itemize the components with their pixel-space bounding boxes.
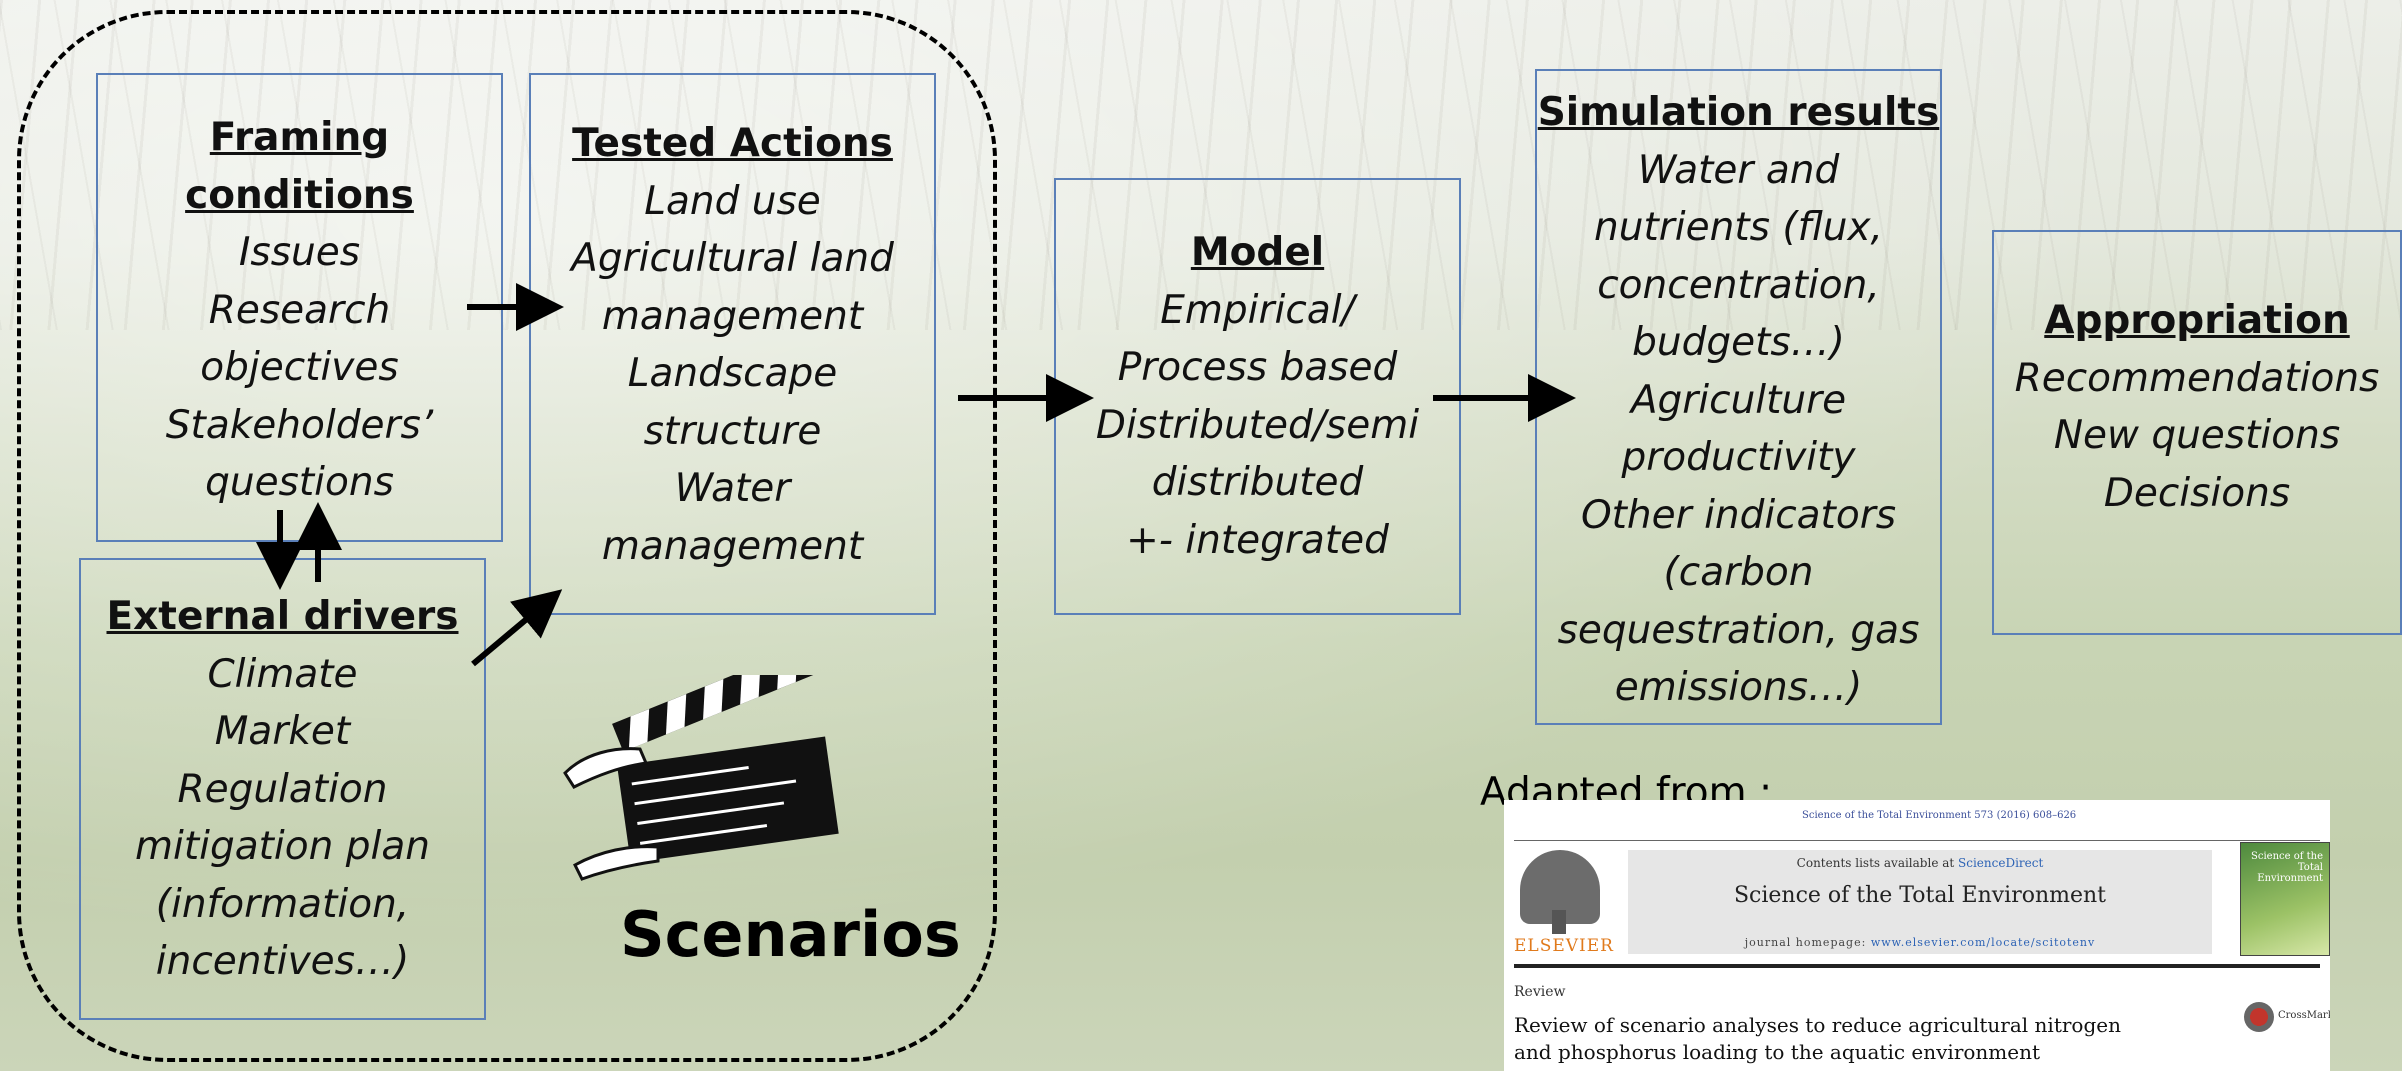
contents-prefix: Contents lists available at [1796, 856, 1959, 870]
appropriation-line: Decisions [2103, 470, 2291, 516]
article-type: Review [1514, 984, 1566, 1000]
framing-conditions-heading: Framing [209, 115, 390, 160]
results-line: budgets…) [1632, 320, 1845, 365]
appropriation-heading: Appropriation [2044, 298, 2350, 343]
simulation-results-heading: Simulation results [1537, 90, 1940, 135]
tested-line: Agricultural land [571, 236, 894, 281]
external-line: (information, [155, 881, 410, 927]
tested-line: Water [674, 466, 791, 511]
tested-line: management [601, 293, 864, 339]
elsevier-wordmark: ELSEVIER [1514, 936, 1614, 956]
framing-line: Research [208, 287, 391, 333]
results-line: (carbon [1663, 550, 1814, 595]
results-line: concentration, [1597, 262, 1880, 308]
article-title: Review of scenario analyses to reduce ag… [1514, 1013, 2121, 1064]
divider [1514, 840, 2320, 841]
tested-line: management [601, 523, 864, 569]
journal-cover-image: Science of the Total Environment [2240, 842, 2330, 956]
sciencedirect-link[interactable]: ScienceDirect [1958, 856, 2044, 870]
model-line: Empirical/ [1160, 287, 1355, 333]
framing-line: Issues [238, 230, 361, 275]
external-line: incentives…) [155, 939, 410, 984]
homepage-prefix: journal homepage: [1744, 936, 1871, 949]
results-line: nutrients (flux, [1594, 205, 1883, 250]
model-line: Process based [1117, 345, 1398, 390]
appropriation-line: New questions [2053, 413, 2341, 458]
journal-name: Science of the Total Environment [1733, 883, 2107, 908]
journal-banner: Contents lists available at ScienceDirec… [1628, 850, 2212, 954]
tested-actions-box: Tested Actions Land use Agricultural lan… [529, 73, 936, 615]
tested-line: structure [643, 408, 822, 454]
appropriation-line: Recommendations [2014, 355, 2380, 401]
crossmark-label: CrossMark [2278, 1010, 2330, 1021]
results-line: sequestration, gas [1557, 607, 1920, 653]
external-drivers-box: External drivers Climate Market Regulati… [79, 558, 486, 1020]
external-drivers-heading: External drivers [106, 594, 459, 639]
results-line: Water and [1637, 147, 1840, 193]
tested-line: Land use [644, 178, 821, 224]
contents-available: Contents lists available at ScienceDirec… [1628, 856, 2212, 870]
results-line: emissions…) [1614, 665, 1863, 710]
scenarios-label: Scenarios [620, 898, 961, 971]
external-line: Regulation [177, 766, 388, 812]
journal-homepage: journal homepage: www.elsevier.com/locat… [1628, 936, 2212, 949]
appropriation-box: Appropriation Recommendations New questi… [1992, 230, 2402, 635]
scenarios-dashed-region [17, 10, 997, 1062]
model-heading: Model [1190, 230, 1325, 275]
paper-citation: Science of the Total Environment 573 (20… [1802, 810, 2077, 821]
crossmark-icon [2244, 1002, 2274, 1032]
results-line: Agriculture [1630, 377, 1847, 423]
model-line: Distributed/semi [1095, 402, 1420, 448]
divider [1514, 964, 2320, 968]
tested-actions-heading: Tested Actions [572, 121, 893, 166]
external-line: Climate [207, 651, 358, 697]
framing-line: questions [205, 460, 394, 505]
model-line: distributed [1151, 460, 1364, 505]
external-line: mitigation plan [135, 824, 430, 869]
external-line: Market [214, 709, 351, 754]
elsevier-logo: ELSEVIER [1514, 850, 1614, 956]
framing-line: objectives [200, 345, 399, 390]
elsevier-trunk [1552, 910, 1566, 934]
model-line: +- integrated [1126, 517, 1389, 563]
cover-title: Science of the Total Environment [2251, 851, 2323, 884]
paper-header-image: Science of the Total Environment 573 (20… [1504, 800, 2330, 1071]
arrow-external-to-tested [471, 589, 563, 667]
framing-conditions-heading-2: conditions [185, 172, 414, 218]
background-photo [0, 0, 2402, 330]
results-line: productivity [1621, 435, 1856, 480]
homepage-link[interactable]: www.elsevier.com/locate/scitotenv [1870, 936, 2096, 949]
clapperboard-icon [563, 675, 839, 881]
model-box: Model Empirical/ Process based Distribut… [1054, 178, 1461, 615]
framing-line: Stakeholders’ [165, 402, 434, 448]
tested-line: Landscape [627, 351, 838, 396]
results-line: Other indicators [1580, 492, 1897, 538]
